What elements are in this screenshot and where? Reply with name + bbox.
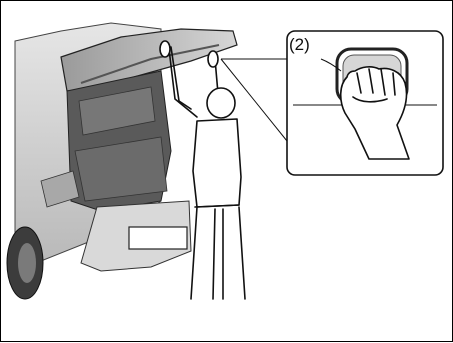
person-closing-hatch-icon <box>160 41 245 299</box>
right-hand <box>208 51 218 67</box>
left-hand <box>160 41 170 57</box>
callout-number-label: (2) <box>289 35 310 55</box>
callout-detail-box <box>287 31 443 175</box>
head <box>207 88 235 118</box>
license-plate <box>129 227 187 249</box>
